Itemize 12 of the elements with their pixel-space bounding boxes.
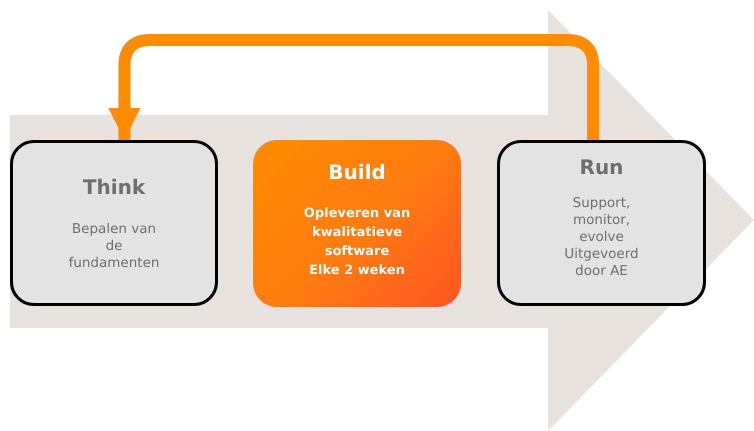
box-description: Uitgevoerd door AE	[563, 246, 640, 280]
box-description: Elke 2 weken	[308, 262, 406, 280]
box-title: Think	[82, 175, 146, 199]
box-description: Support, monitor, evolve	[572, 195, 632, 246]
process-box	[10, 140, 218, 306]
box-title: Run	[580, 155, 624, 179]
box-description: Opleveren van kwalitatieve software	[302, 205, 412, 261]
box-description: Bepalen van de fundamenten	[68, 221, 160, 272]
box-title: Build	[328, 160, 386, 184]
feedback-arrow	[108, 34, 600, 140]
process-box	[497, 140, 706, 306]
process-box	[253, 140, 461, 307]
